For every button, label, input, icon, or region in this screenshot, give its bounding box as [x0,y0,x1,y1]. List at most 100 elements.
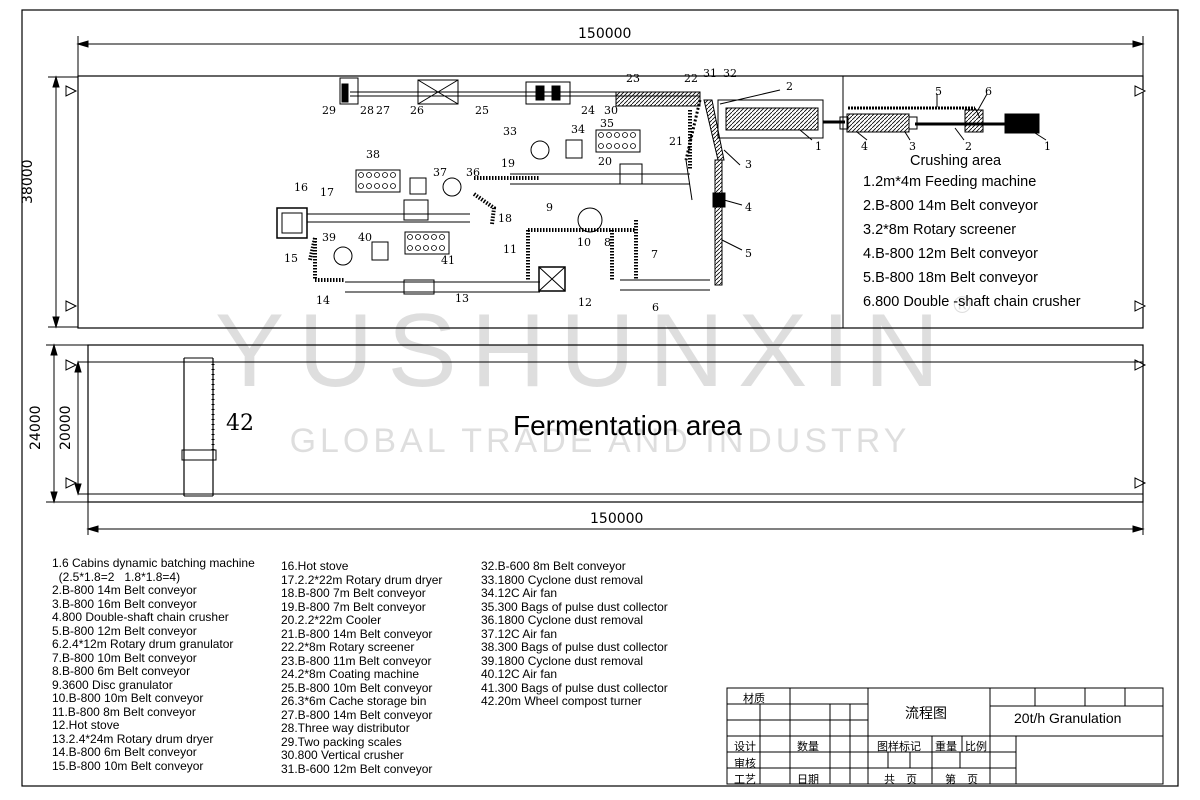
legend-item: 35.300 Bags of pulse dust collector [481,599,668,614]
tb-total: 共 [884,773,895,786]
equipment-number-label: 40 [358,231,372,244]
equipment-number-label: 31 [703,67,717,80]
equipment-number-label: 24 [581,104,595,117]
equipment-number-label: 30 [604,104,618,117]
equipment-number-label: 35 [600,117,614,130]
cyclone-36 [442,177,462,197]
break-mark-ferm [65,359,1147,489]
legend-item: 31.B-600 12m Belt conveyor [281,761,433,776]
legend-item: 32.B-600 8m Belt conveyor [481,559,626,573]
legend-item: 29.Two packing scales [281,734,402,749]
tb-date: 日期 [797,773,819,786]
fermentation-title: Fermentation area [513,410,742,441]
legend-item: 20.2.2*22m Cooler [281,613,382,627]
equipment-number-label: 34 [571,123,585,136]
legend-item: 28.Three way distributor [281,721,410,735]
equipment-number-label: 6 [985,85,992,98]
legend-item: 23.B-800 11m Belt conveyor [281,653,432,668]
legend-item: 40.12C Air fan [481,667,558,681]
equipment-number-label: 16 [294,181,308,194]
turner-number: 42 [226,411,254,436]
equipment-number-label: 5 [935,85,942,98]
equipment-number-label: 29 [322,104,336,117]
crushing-item: 1.2m*4m Feeding machine [863,174,1037,190]
equipment-number-label: 11 [503,243,517,256]
legend-item: 16.Hot stove [281,559,349,573]
feeding-machine [1004,113,1040,134]
legend-item: 27.B-800 14m Belt conveyor [281,707,433,722]
equipment-number-label: 12 [578,296,592,309]
hot-stove-12 [538,266,566,292]
left-dimension-text: 38000 [20,159,36,204]
crushing-item: 2.B-800 14m Belt conveyor [863,198,1038,214]
legend-item: 34.12C Air fan [481,586,558,600]
equipment-number-label: 7 [651,248,658,261]
legend-item: 13.2.4*24m Rotary drum dryer [52,731,214,746]
legend-item: 30.800 Vertical crusher [281,748,404,762]
legend-item: 21.B-800 14m Belt conveyor [281,626,433,641]
legend-item: 18.B-800 7m Belt conveyor [281,586,426,600]
equipment-number-label: 8 [604,236,611,249]
equipment-number-label: 36 [466,166,480,179]
legend-item: 3.B-800 16m Belt conveyor [52,596,197,611]
coating-machine [615,91,701,107]
tb-weight: 重量 [935,740,957,753]
equipment-number-label: 15 [284,252,298,265]
cyclone-33 [530,140,550,160]
wheel-compost-turner [181,357,217,497]
legend-item: 38.300 Bags of pulse dust collector [481,640,668,654]
equipment-number-label: 4 [745,201,752,214]
legend-item: 4.800 Double-shaft chain crusher [52,610,229,624]
crushing-area-title: Crushing area [910,153,1002,169]
equipment-number-label: 14 [316,294,330,307]
cyclone-39 [333,246,353,266]
legend-item: 24.2*8m Coating machine [281,667,420,681]
title-block [726,687,1164,785]
ferm-outer-dimension-text: 24000 [28,405,44,450]
legend-item: 17.2.2*22m Rotary drum dryer [281,572,443,587]
equipment-number-label: 6 [652,301,659,314]
tb-review: 审核 [734,757,756,770]
tb-design: 设计 [734,740,756,753]
tb-flowchart: 流程图 [905,706,947,722]
sheet-border [21,9,1179,787]
legend-item: 26.3*6m Cache storage bin [281,694,427,708]
legend-item: 22.2*8m Rotary screener [281,640,415,654]
break-mark-left [65,85,78,312]
main-flow-equipment [276,77,845,295]
tb-page-unit: 页 [906,773,917,786]
equipment-number-label: 27 [376,104,390,117]
fermentation-building [87,344,1144,503]
equipment-number-label: 37 [433,166,447,179]
equipment-number-label: 4 [861,140,868,153]
legend-item: 37.12C Air fan [481,626,558,641]
fermentation-area [46,343,1145,535]
equipment-number-label: 9 [546,201,553,214]
legend-item: 41.300 Bags of pulse dust collector [481,680,668,695]
air-fan-40 [371,241,389,261]
crushing-item: 4.B-800 12m Belt conveyor [863,246,1038,262]
fermentation-width-dimension [86,502,1145,535]
equipment-number-label: 22 [684,72,698,85]
equipment-number-label: 18 [498,212,512,225]
equipment-number-label: 20 [598,155,612,168]
packing-scales [339,77,359,105]
ferm-inner-dimension-text: 20000 [58,405,74,450]
pulse-dust-collector-35 [595,129,641,153]
disc-granulator [577,207,603,233]
cache-storage-bin [417,79,459,105]
equipment-number-label: 25 [475,104,489,117]
chain-crusher-crushing [964,109,984,133]
equipment-number-label: 3 [909,140,916,153]
legend-item: 12.Hot stove [52,718,120,732]
equipment-number-label: 13 [455,292,469,305]
equipment-number-label: 33 [503,125,517,138]
three-way-distributor [525,81,571,105]
equipment-number-label: 5 [745,247,752,260]
equipment-number-label: 41 [441,254,455,267]
tb-page-unit-2: 页 [967,773,978,786]
crushing-item: 3.2*8m Rotary screener [863,222,1017,238]
tb-quantity: 数量 [797,740,819,753]
legend-item: 9.3600 Disc granulator [52,677,173,692]
